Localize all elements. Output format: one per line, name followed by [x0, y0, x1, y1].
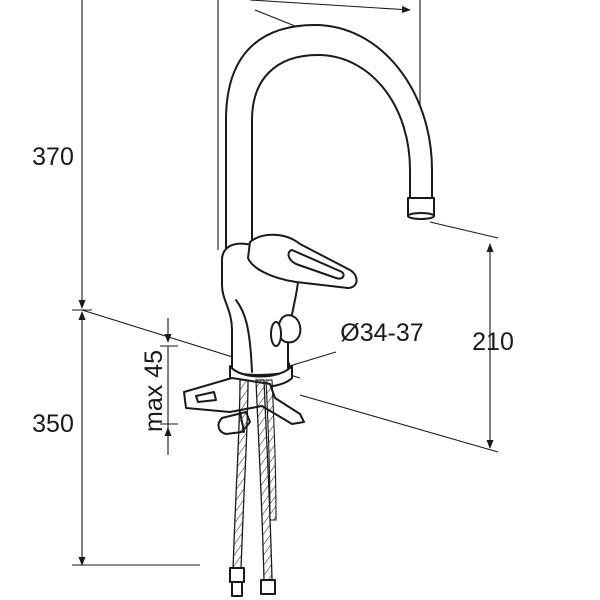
- height-dimension-left: 370 350: [32, 0, 200, 566]
- spout: [225, 24, 433, 249]
- worktop-thickness-dimension: max 45: [140, 318, 178, 455]
- bracket-slot: [195, 391, 217, 403]
- spout-height-dimension: 210: [299, 221, 514, 453]
- hole-diameter-callout: Ø34-37: [282, 319, 424, 370]
- spout-outlet: [407, 212, 435, 220]
- faucet: [221, 24, 435, 388]
- body-contour: [235, 299, 253, 373]
- dim-label-370: 370: [32, 143, 74, 171]
- hose-fitting-left: [229, 567, 245, 583]
- leader-diameter: [282, 351, 337, 370]
- lever-cutout: [287, 249, 345, 280]
- hose-fitting-left-nut: [231, 581, 243, 597]
- dim-line-reach: [249, 0, 411, 13]
- side-knob-stem: [270, 321, 282, 347]
- dim-label-diameter: Ø34-37: [340, 319, 423, 347]
- extension-line-worktop-right: [299, 394, 499, 453]
- dim-label-max45: max 45: [140, 350, 168, 432]
- hose-fitting-middle: [260, 579, 276, 595]
- dim-label-210: 210: [472, 328, 514, 356]
- dim-label-350: 350: [32, 410, 74, 438]
- extension-line-spout-tip: [429, 221, 499, 239]
- side-knob[interactable]: [277, 314, 302, 344]
- hose-right: [265, 379, 277, 521]
- supply-hoses: [229, 379, 277, 597]
